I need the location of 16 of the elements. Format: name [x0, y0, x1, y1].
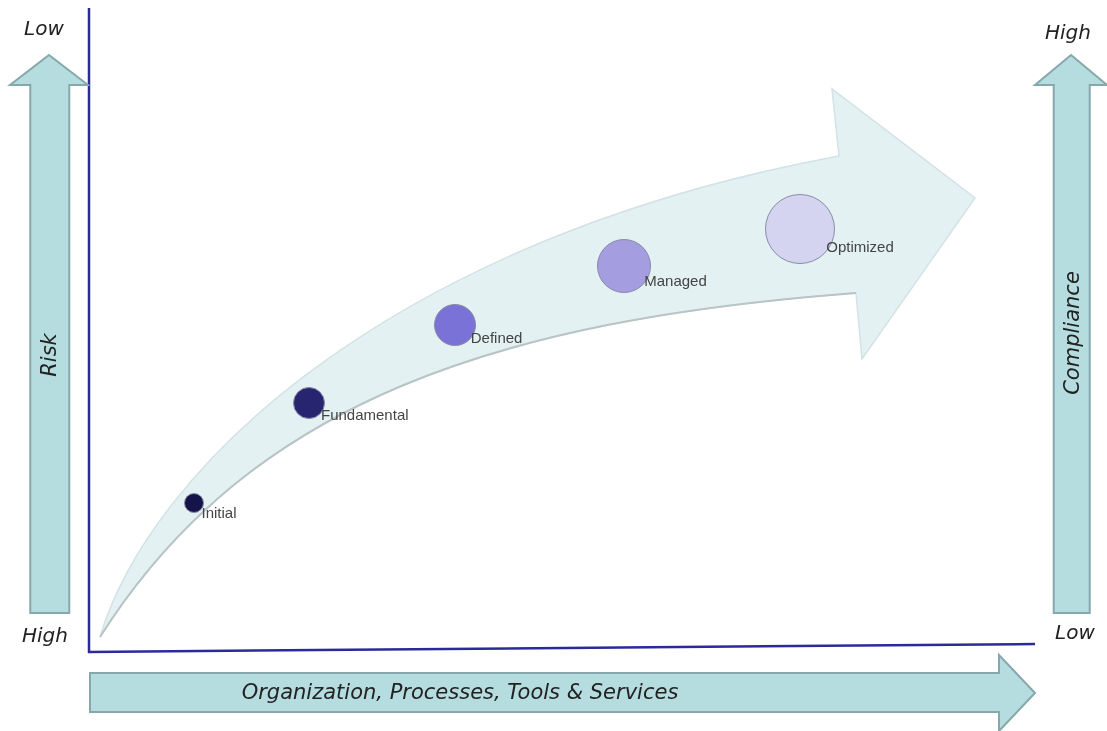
stage-label: Fundamental: [321, 405, 409, 423]
stage-label: Defined: [470, 329, 523, 347]
scale-label: Low: [1055, 620, 1095, 644]
scale-label: Low: [24, 16, 64, 40]
arrow-shape: [10, 55, 88, 613]
stage-label: Optimized: [826, 237, 894, 255]
arrow-shape: [90, 655, 1035, 731]
stage-label: Managed: [644, 272, 707, 290]
stage-label: Initial: [201, 504, 237, 521]
axis-label: Compliance: [1060, 271, 1084, 395]
scale-label: High: [1045, 20, 1091, 44]
axis-label: Organization, Processes, Tools & Services: [241, 680, 679, 704]
curved-arrow: [100, 89, 975, 637]
scale-label: High: [22, 623, 68, 647]
axis-label: Risk: [37, 333, 61, 377]
arrow-shape: [1035, 55, 1107, 613]
